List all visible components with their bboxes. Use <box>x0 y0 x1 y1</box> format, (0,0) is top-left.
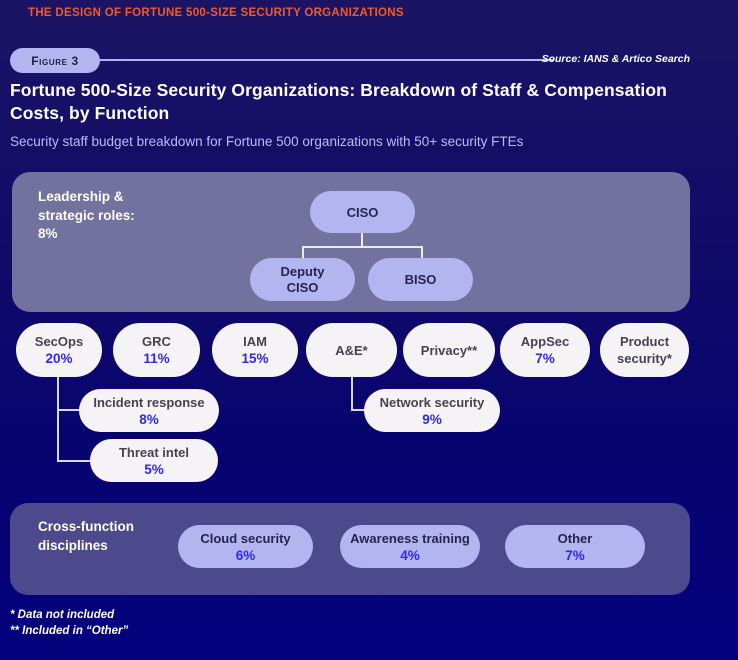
connector-biso-down <box>421 246 423 259</box>
title-line-1: Fortune 500-Size Security Organizations:… <box>10 80 667 100</box>
node-ciso-label: CISO <box>346 204 379 220</box>
cross-function-panel: Cross-function disciplines Cloud securit… <box>10 503 690 595</box>
function-pill-iam: IAM 15% <box>212 323 298 377</box>
footnote-line1: * Data not included <box>10 609 115 621</box>
connector-deputy-down <box>302 246 304 259</box>
subfunction-threat-pct: 5% <box>144 461 164 477</box>
cross-awareness-pct: 4% <box>400 547 420 563</box>
function-pill-secops: SecOps 20% <box>16 323 102 377</box>
cross-pill-other: Other 7% <box>505 525 645 568</box>
function-pill-ae: A&E* <box>306 323 397 377</box>
function-ae-label: A&E* <box>335 342 368 358</box>
page-subtitle: Security staff budget breakdown for Fort… <box>10 134 524 149</box>
leadership-label-pct: 8% <box>38 226 58 241</box>
node-deputy-line2: CISO <box>286 279 319 295</box>
page-title: Fortune 500-Size Security Organizations:… <box>10 79 720 125</box>
function-iam-pct: 15% <box>241 351 269 366</box>
cross-cloud-label: Cloud security <box>200 530 291 546</box>
subfunction-pill-network-security: Network security 9% <box>364 389 500 432</box>
subfunction-incident-pct: 8% <box>139 411 159 427</box>
function-secops-label: SecOps <box>34 334 84 349</box>
connector-ciso-down <box>361 233 363 247</box>
function-appsec-pct: 7% <box>535 351 555 366</box>
leadership-label-line1: Leadership & <box>38 189 124 204</box>
cross-awareness-label: Awareness training <box>350 530 470 546</box>
function-product-security-label: Product security* <box>617 334 672 366</box>
source-credit: Source: IANS & Artico Search <box>541 53 690 65</box>
connector-threat-branch <box>57 460 92 462</box>
node-deputy-line1: Deputy <box>280 263 325 279</box>
function-privacy-label: Privacy** <box>420 342 478 358</box>
node-deputy-ciso: Deputy CISO <box>250 258 355 301</box>
function-iam-label: IAM <box>243 334 267 349</box>
figure-badge-label: Figure 3 <box>31 53 79 68</box>
subfunction-threat-label: Threat intel <box>118 444 190 460</box>
function-pill-privacy: Privacy** <box>403 323 495 377</box>
connector-incident-branch <box>57 409 81 411</box>
node-biso: BISO <box>368 258 473 301</box>
subfunction-pill-threat-intel: Threat intel 5% <box>90 439 218 482</box>
connector-network-branch <box>351 409 368 411</box>
cross-cloud-pct: 6% <box>235 547 256 563</box>
function-secops-pct: 20% <box>45 351 73 366</box>
page-kicker: THE DESIGN OF FORTUNE 500-SIZE SECURITY … <box>28 7 404 19</box>
leadership-panel: Leadership & strategic roles: 8% CISO De… <box>12 172 690 312</box>
connector-secops-down <box>57 377 59 462</box>
figure-badge: Figure 3 <box>10 48 100 73</box>
node-biso-label: BISO <box>404 272 437 287</box>
footnotes: * Data not included ** Included in “Othe… <box>10 607 128 639</box>
cross-pill-awareness-training: Awareness training 4% <box>340 525 480 568</box>
subfunction-incident-label: Incident response <box>93 394 205 410</box>
leadership-label: Leadership & strategic roles: 8% <box>38 188 135 244</box>
subfunction-network-label: Network security <box>379 394 485 410</box>
footnote-line2: ** Included in “Other” <box>10 625 129 637</box>
function-pill-product-security: Product security* <box>600 323 689 377</box>
cross-other-label: Other <box>557 530 593 546</box>
title-line-2: Costs, by Function <box>10 103 170 123</box>
function-appsec-label: AppSec <box>520 334 570 349</box>
cross-pill-cloud-security: Cloud security 6% <box>178 525 313 568</box>
divider-line <box>100 59 553 61</box>
subfunction-network-pct: 9% <box>422 411 442 427</box>
cross-other-pct: 7% <box>565 547 585 563</box>
connector-ae-down <box>351 377 353 411</box>
cross-function-label: Cross-function disciplines <box>38 517 134 555</box>
subfunction-pill-incident-response: Incident response 8% <box>79 389 219 432</box>
node-ciso: CISO <box>310 191 415 233</box>
leadership-label-line2: strategic roles: <box>38 207 135 223</box>
cross-function-label-line2: disciplines <box>38 538 108 553</box>
function-pill-appsec: AppSec 7% <box>500 323 590 377</box>
cross-function-label-line1: Cross-function <box>38 519 134 534</box>
function-grc-label: GRC <box>142 334 171 349</box>
connector-horizontal <box>302 246 423 248</box>
function-grc-pct: 11% <box>143 351 170 366</box>
function-pill-grc: GRC 11% <box>113 323 200 377</box>
